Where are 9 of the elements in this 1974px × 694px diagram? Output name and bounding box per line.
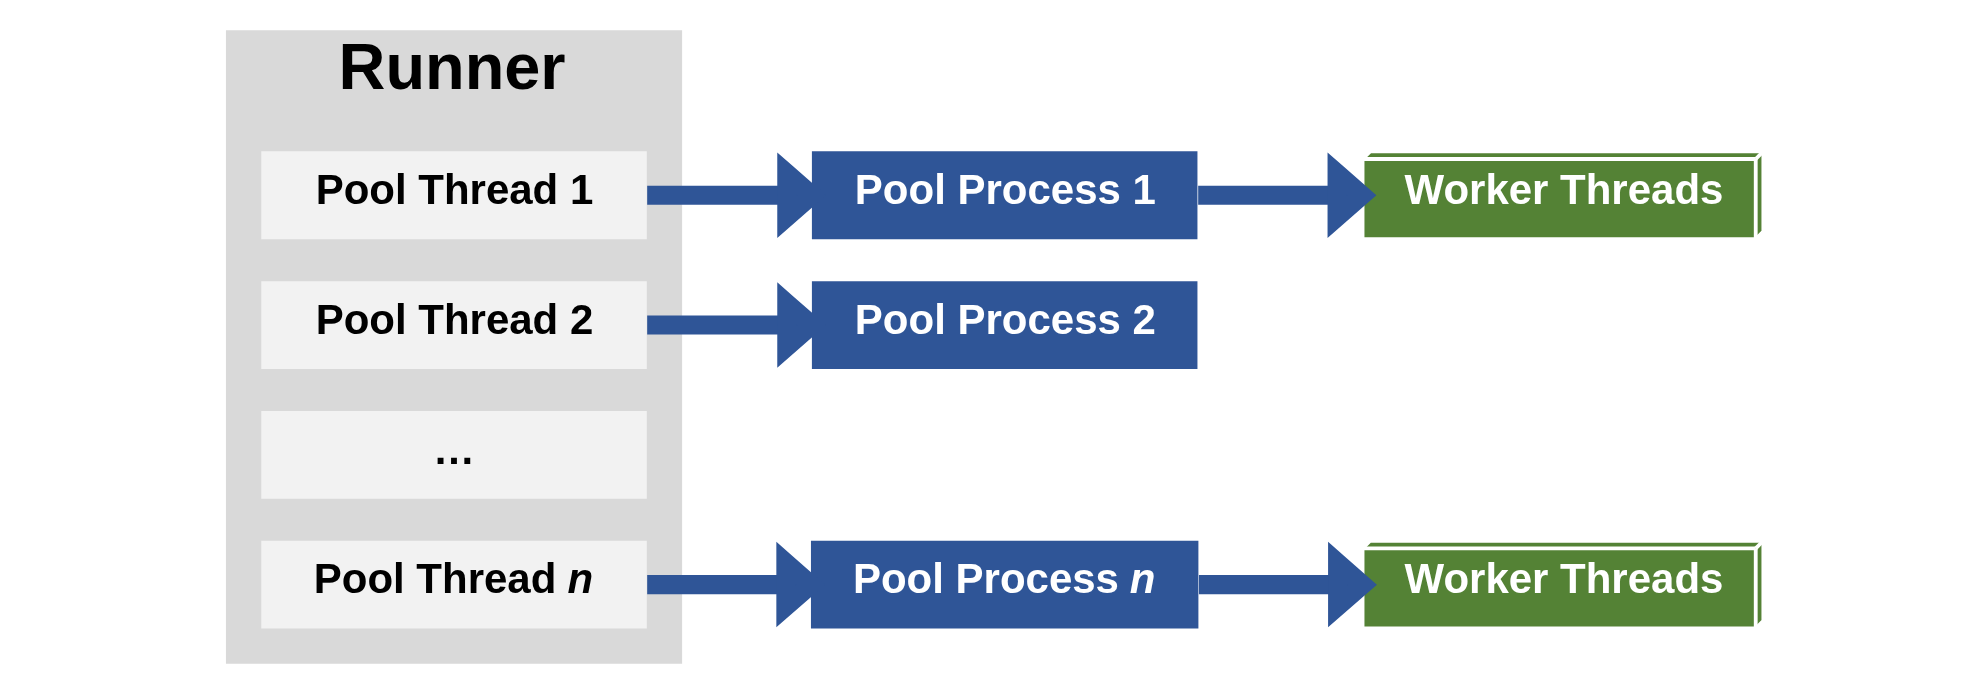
arrow xyxy=(1198,541,1377,628)
node-box: … xyxy=(260,410,647,499)
node-box: Pool Thread 2 xyxy=(260,281,647,369)
node-box: Pool Thread 1 xyxy=(260,151,647,240)
node-box: Pool Thread n xyxy=(260,540,647,629)
node-box: Pool Process 2 xyxy=(811,281,1197,369)
node-box: Pool Process n xyxy=(810,540,1198,629)
arrow xyxy=(1197,152,1376,238)
node-box: Pool Process 1 xyxy=(811,151,1197,240)
